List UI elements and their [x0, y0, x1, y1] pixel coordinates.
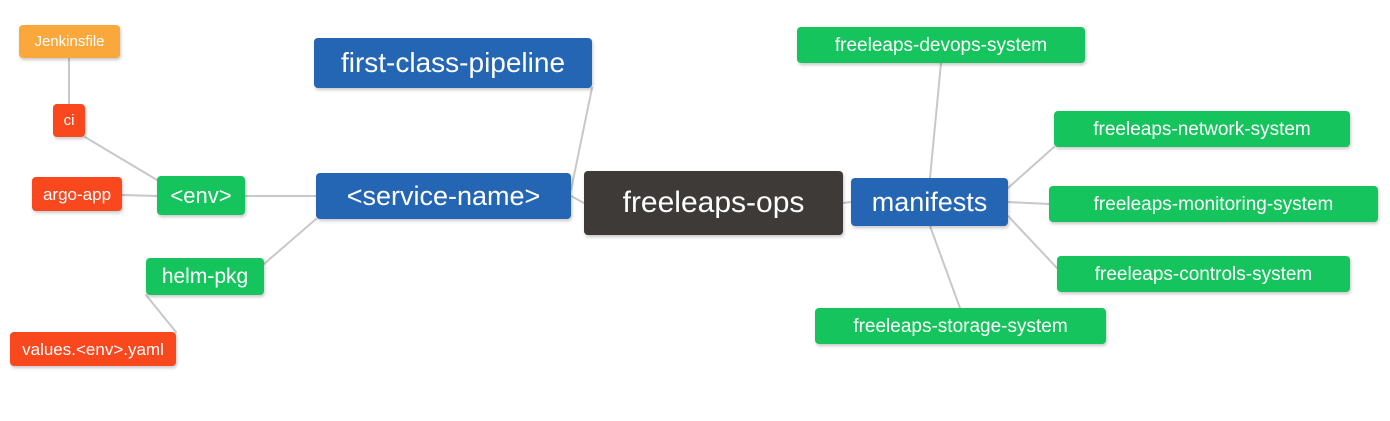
node-freeleaps-monitoring-system[interactable]: freeleaps-monitoring-system — [1049, 186, 1378, 222]
node-label-service-name: <service-name> — [346, 180, 541, 211]
node-label-env: <env> — [170, 182, 232, 208]
node-label-freeleaps-controls-system: freeleaps-controls-system — [1094, 263, 1313, 285]
node-label-freeleaps-devops-system: freeleaps-devops-system — [834, 34, 1048, 56]
node-label-values-yaml: values.<env>.yaml — [22, 339, 164, 359]
node-values-yaml[interactable]: values.<env>.yaml — [10, 332, 176, 366]
edge-helm-pkg-to-values-yaml — [145, 294, 177, 333]
node-label-argo-app: argo-app — [42, 184, 112, 204]
node-freeleaps-controls-system[interactable]: freeleaps-controls-system — [1057, 256, 1350, 292]
node-manifests[interactable]: manifests — [851, 178, 1008, 226]
node-env[interactable]: <env> — [157, 176, 245, 215]
node-helm-pkg[interactable]: helm-pkg — [146, 258, 264, 295]
node-label-helm-pkg: helm-pkg — [161, 265, 249, 288]
node-label-manifests: manifests — [871, 186, 988, 217]
node-label-freeleaps-network-system: freeleaps-network-system — [1093, 118, 1311, 140]
node-label-freeleaps-storage-system: freeleaps-storage-system — [853, 315, 1068, 337]
edge-manifests-to-freeleaps-controls-system — [1007, 215, 1058, 269]
node-argo-app[interactable]: argo-app — [32, 177, 122, 211]
node-ci[interactable]: ci — [53, 104, 85, 137]
node-label-freeleaps-monitoring-system: freeleaps-monitoring-system — [1093, 193, 1334, 215]
edge-manifests-to-freeleaps-storage-system — [929, 225, 961, 309]
edge-env-to-ci — [84, 136, 158, 181]
node-service-name[interactable]: <service-name> — [316, 173, 571, 219]
node-freeleaps-ops[interactable]: freeleaps-ops — [584, 171, 843, 235]
node-freeleaps-storage-system[interactable]: freeleaps-storage-system — [815, 308, 1106, 344]
edge-service-name-to-helm-pkg — [263, 218, 317, 265]
edge-manifests-to-freeleaps-devops-system — [929, 62, 942, 179]
edge-manifests-to-freeleaps-network-system — [1007, 146, 1055, 189]
node-freeleaps-devops-system[interactable]: freeleaps-devops-system — [797, 27, 1085, 63]
node-label-freeleaps-ops: freeleaps-ops — [622, 186, 805, 219]
edge-manifests-to-freeleaps-monitoring-system — [1007, 201, 1050, 205]
node-label-first-class-pipeline: first-class-pipeline — [340, 47, 566, 78]
node-label-ci: ci — [63, 112, 75, 129]
node-first-class-pipeline[interactable]: first-class-pipeline — [314, 38, 592, 88]
edge-freeleaps-ops-to-service-name — [570, 195, 585, 204]
node-label-jenkinsfile: Jenkinsfile — [34, 33, 105, 50]
edge-env-to-argo-app — [121, 194, 158, 197]
node-jenkinsfile[interactable]: Jenkinsfile — [19, 25, 120, 58]
node-freeleaps-network-system[interactable]: freeleaps-network-system — [1054, 111, 1350, 147]
edge-freeleaps-ops-to-manifests — [842, 201, 852, 204]
